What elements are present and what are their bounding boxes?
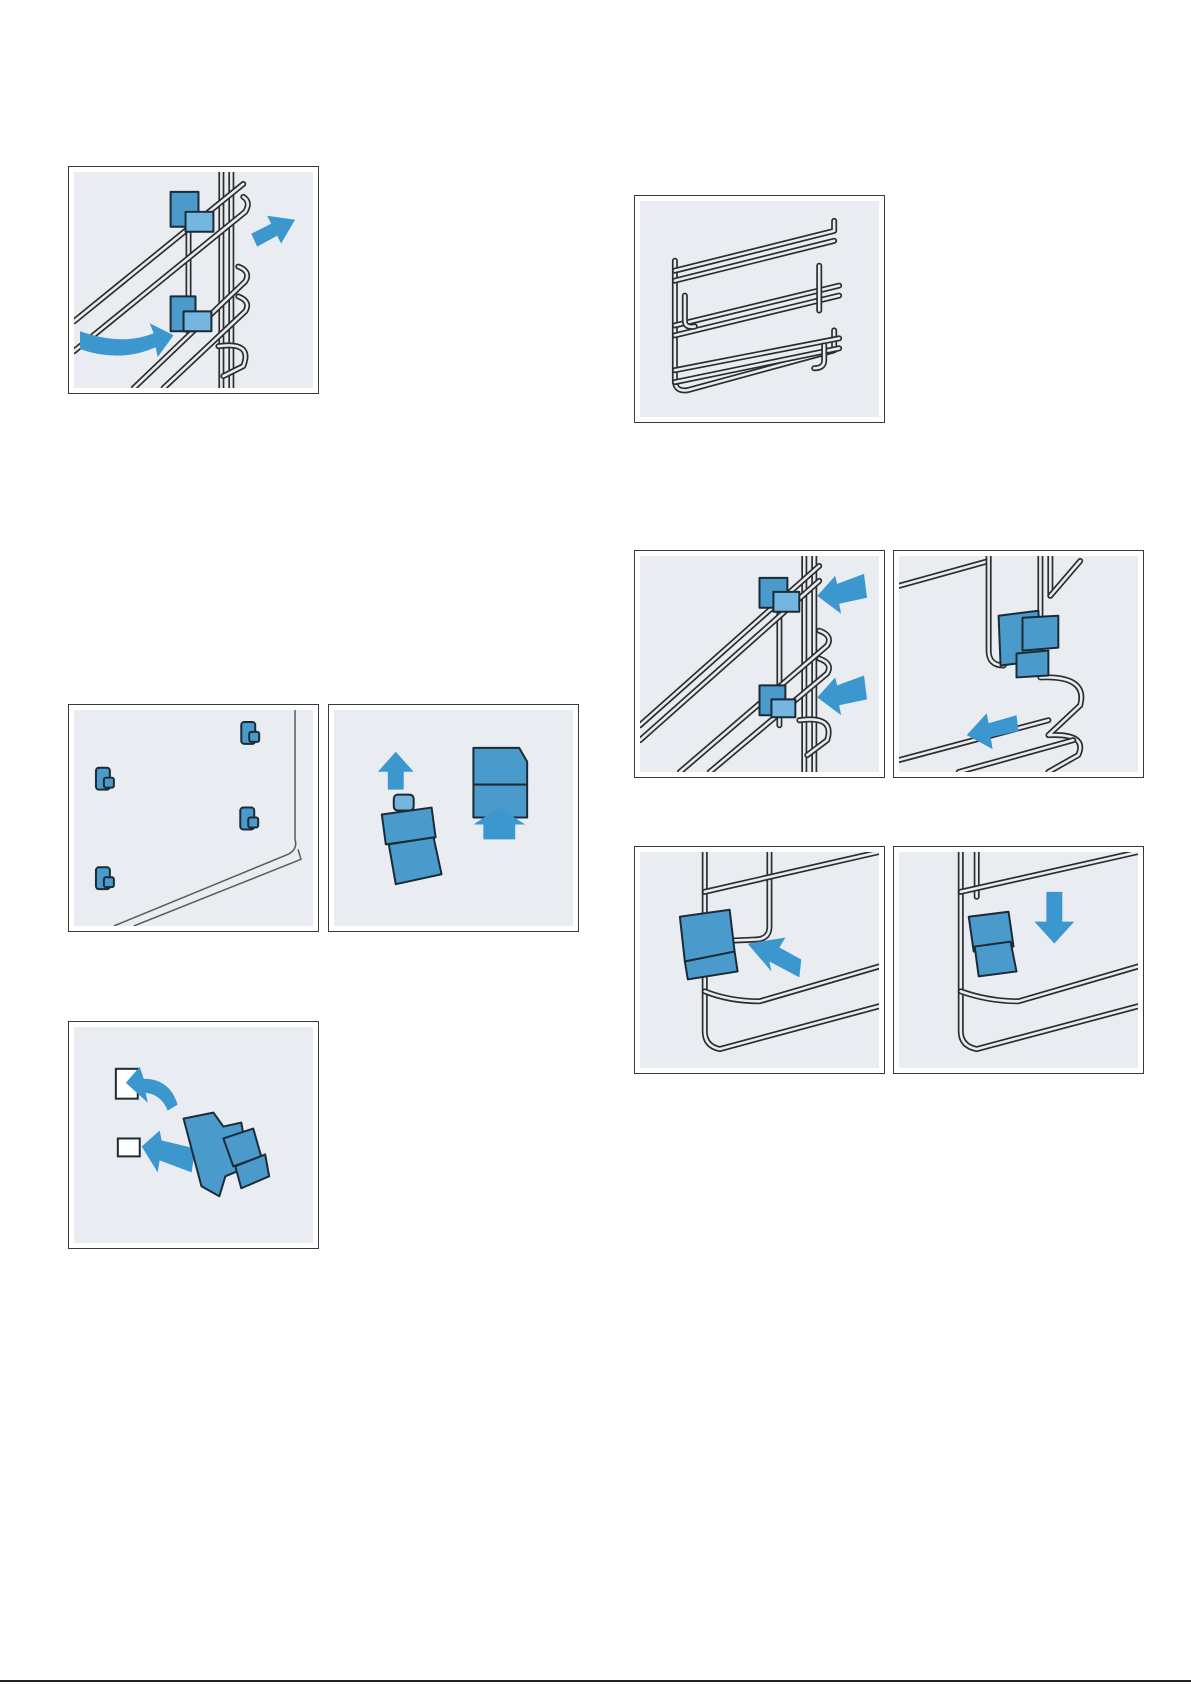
clip-icon [382, 795, 442, 885]
clip-push-on-illustration [640, 852, 879, 1068]
arrow-out-icon [967, 713, 1019, 749]
arrow-up-icon [378, 752, 414, 790]
arrow-down-icon [1034, 892, 1074, 944]
clip-icon [473, 748, 527, 818]
clip-icon [96, 867, 114, 889]
wire-rail-icon [675, 221, 839, 391]
clip-icon [680, 910, 738, 980]
arrow-in-icon [748, 938, 802, 978]
clip-removal-figure [328, 704, 579, 932]
arrow-in-icon [817, 675, 867, 715]
arrow-in-icon [817, 574, 867, 614]
insert-rail-figure [634, 550, 885, 778]
clip-icon [999, 611, 1059, 678]
clip-press-down-illustration [899, 852, 1138, 1068]
footer-rule [0, 1680, 1191, 1682]
clip-icon [241, 722, 259, 744]
rail-clip-release-illustration [899, 556, 1138, 772]
wire-rail-icon [640, 556, 829, 772]
wire-rail-icon [74, 172, 248, 388]
insert-rail-illustration [640, 556, 879, 772]
clip-icon [184, 1113, 270, 1197]
clip-removal-illustration [334, 710, 573, 926]
oven-wall-clips-figure [68, 704, 319, 932]
oven-wall-clips-illustration [74, 710, 313, 926]
hole-icon [118, 1138, 140, 1156]
clip-press-down-figure [893, 846, 1144, 1074]
arrow-out-icon [251, 216, 295, 247]
clip-icon [171, 296, 212, 331]
clip-icon [969, 912, 1017, 977]
pull-out-rail-figure [634, 195, 885, 423]
oven-wall-edge [114, 710, 296, 926]
clip-icon [96, 768, 114, 790]
rail-clip-release-figure [893, 550, 1144, 778]
clip-push-on-figure [634, 846, 885, 1074]
arrow-curve-icon [80, 323, 174, 357]
clip-icon [171, 192, 214, 232]
clip-insert-wall-illustration [74, 1027, 313, 1243]
remove-rail-illustration [74, 172, 313, 388]
clip-insert-wall-figure [68, 1021, 319, 1249]
oven-floor-edge [134, 849, 301, 926]
clip-icon [760, 578, 800, 612]
clip-icon [760, 685, 796, 717]
pull-out-rail-illustration [640, 201, 879, 417]
remove-rail-figure [68, 166, 319, 394]
clip-icon [240, 808, 258, 830]
